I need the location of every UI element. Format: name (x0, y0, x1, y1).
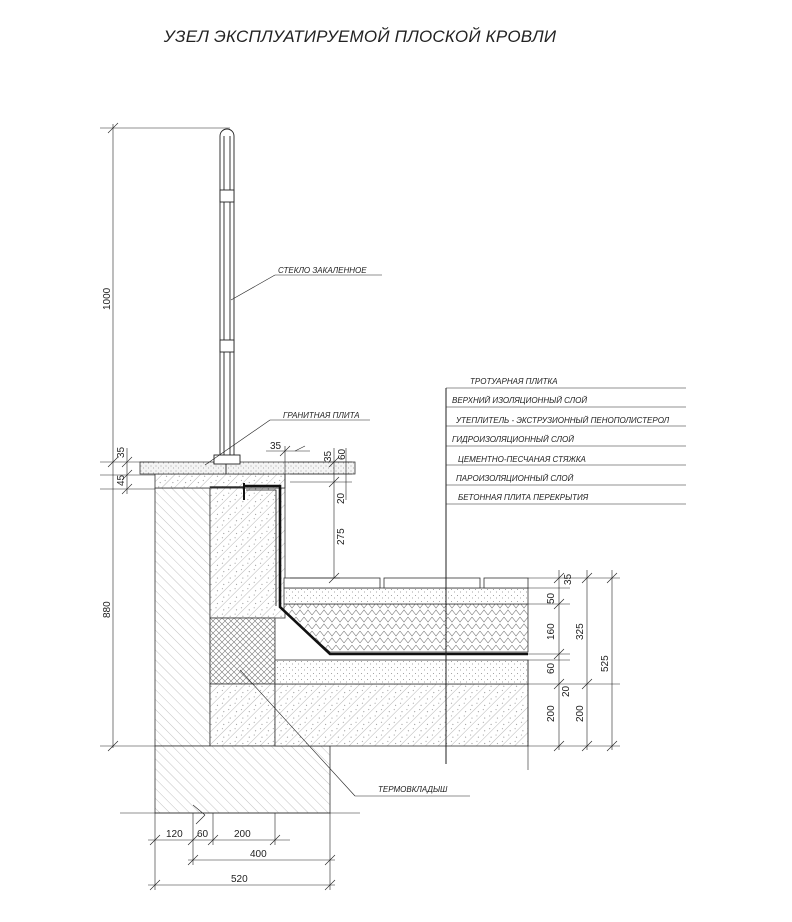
layer-labels: ТРОТУАРНАЯ ПЛИТКА ВЕРХНИЙ ИЗОЛЯЦИОННЫЙ С… (452, 377, 670, 502)
dim-right-20: 20 (561, 685, 572, 697)
dim-right-60: 60 (546, 662, 557, 674)
granite-slab (139, 461, 356, 475)
floor-slab (274, 683, 529, 747)
drawing-title: УЗЕЛ ЭКСПЛУАТИРУЕМОЙ ПЛОСКОЙ КРОВЛИ (163, 27, 557, 46)
label-granite: ГРАНИТНАЯ ПЛИТА (283, 411, 360, 420)
outer-wall (154, 487, 211, 747)
glass-railing (213, 128, 241, 474)
screed-layer (274, 659, 529, 685)
layer-label-1: ТРОТУАРНАЯ ПЛИТКА (470, 377, 558, 386)
dim-right-525: 525 (600, 655, 611, 672)
dim-right-35: 35 (563, 573, 574, 585)
dim-left-45: 45 (116, 474, 127, 486)
dimension-labels: 1000 880 35 45 35 35 60 20 275 35 50 160… (102, 287, 611, 885)
layer-label-4: ГИДРОИЗОЛЯЦИОННЫЙ СЛОЙ (452, 435, 574, 444)
label-thermal-insert: ТЕРМОВКЛАДЫШ (378, 785, 448, 794)
dim-top-35: 35 (270, 441, 282, 452)
dim-bottom-400: 400 (250, 849, 267, 860)
upper-insulation-layer (283, 587, 529, 605)
dim-bottom-200: 200 (234, 829, 251, 840)
inner-wall (209, 487, 286, 619)
dim-right-200b: 200 (575, 705, 586, 722)
dim-parapet-275: 275 (336, 528, 347, 545)
dim-right-50: 50 (546, 592, 557, 604)
dim-right-325: 325 (575, 623, 586, 640)
label-glass: СТЕКЛО ЗАКАЛЕННОЕ (278, 266, 367, 275)
thermal-insert (209, 617, 276, 685)
dim-bottom-520: 520 (231, 874, 248, 885)
wall-structure (139, 461, 529, 814)
dim-parapet-20: 20 (336, 492, 347, 504)
paving-tile-2 (383, 577, 481, 589)
layer-label-6: ПАРОИЗОЛЯЦИОННЫЙ СЛОЙ (456, 474, 574, 483)
dim-bottom-120: 120 (166, 829, 183, 840)
dim-880: 880 (102, 601, 113, 618)
dim-bottom-60: 60 (197, 829, 209, 840)
layer-label-3: УТЕПЛИТЕЛЬ - ЭКСТРУЗИОННЫЙ ПЕНОПОЛИСТЕРО… (455, 416, 670, 425)
dim-parapet-35: 35 (323, 450, 334, 462)
callout-labels: СТЕКЛО ЗАКАЛЕННОЕ ГРАНИТНАЯ ПЛИТА ТЕРМОВ… (278, 266, 448, 794)
dimension-lines (100, 122, 686, 891)
layer-label-2: ВЕРХНИЙ ИЗОЛЯЦИОННЫЙ СЛОЙ (452, 396, 587, 405)
dim-parapet-60: 60 (337, 448, 348, 460)
dim-right-160: 160 (546, 623, 557, 640)
waterproofing-membrane (210, 483, 528, 656)
dim-1000: 1000 (102, 287, 113, 310)
lower-wall (154, 745, 331, 814)
dim-right-200a: 200 (546, 705, 557, 722)
layer-label-5: ЦЕМЕНТНО-ПЕСЧАНАЯ СТЯЖКА (458, 455, 586, 464)
dim-left-35: 35 (116, 446, 127, 458)
paving-tile-1 (283, 577, 381, 589)
paving-tile-3 (483, 577, 529, 589)
slab-edge (209, 683, 276, 747)
layer-label-7: БЕТОННАЯ ПЛИТА ПЕРЕКРЫТИЯ (458, 493, 589, 502)
